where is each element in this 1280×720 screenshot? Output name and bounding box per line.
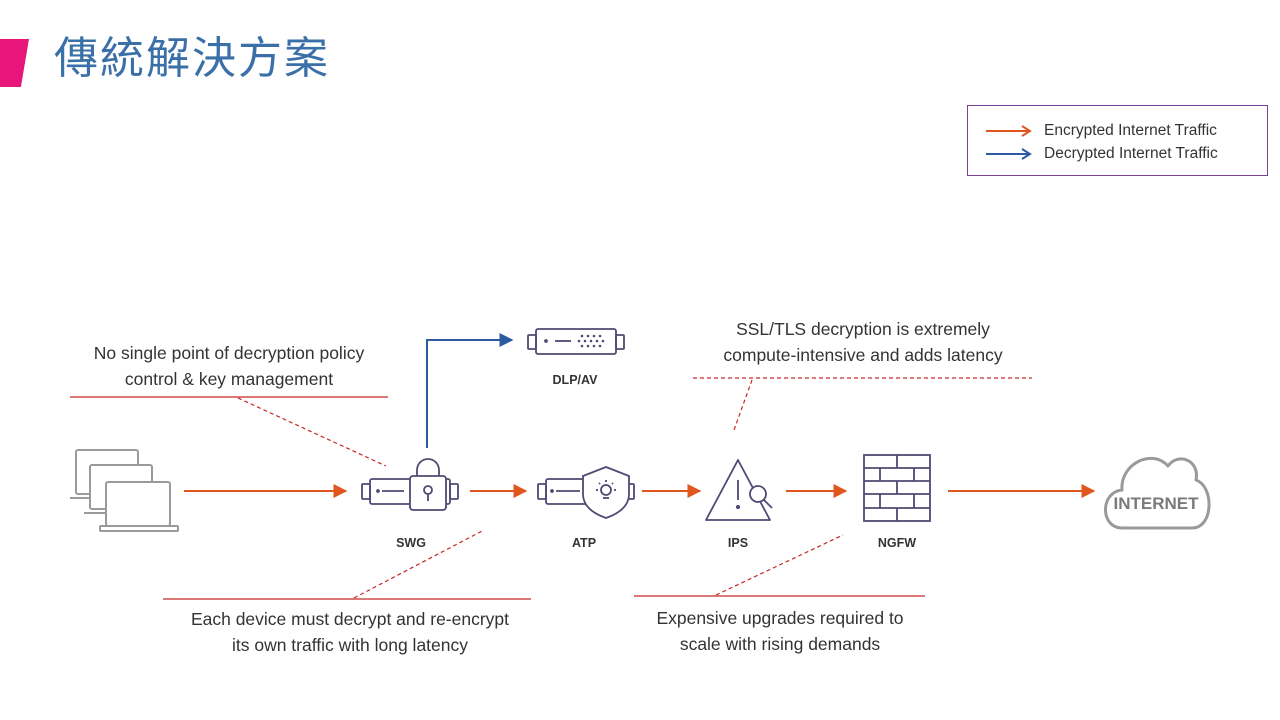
blue-arrow-icon [986,148,1032,160]
legend-encrypted-label: Encrypted Internet Traffic [1044,122,1217,139]
ngfw-brick-wall-icon [863,454,931,522]
node-label-dlp: DLP/AV [552,373,598,387]
note-top-right: SSL/TLS decryption is extremely compute-… [693,316,1033,368]
note-bottom-right: Expensive upgrades required to scale wit… [634,605,926,657]
node-label-ngfw: NGFW [877,536,917,550]
internet-label: INTERNET [1114,494,1200,513]
note-top-left: No single point of decryption policy con… [70,340,388,392]
note-top-right-line-2: compute-intensive and adds latency [723,345,1003,365]
note-top-left-line-1: No single point of decryption policy [93,343,365,363]
node-label-swg: SWG [396,536,426,550]
note-bottom-right-line-2: scale with rising demands [679,634,881,654]
legend-item-decrypted: Decrypted Internet Traffic [984,144,1218,164]
laptop-stack-icon [70,449,179,532]
note-bottom-left-line-1: Each device must decrypt and re-encrypt [190,609,510,629]
node-label-ips: IPS [727,536,749,550]
note-bottom-left: Each device must decrypt and re-encrypt … [163,606,537,658]
decrypted-traffic-arrow [426,333,514,448]
note-bottom-right-line-1: Expensive upgrades required to [656,608,904,628]
legend-decrypted-label: Decrypted Internet Traffic [1044,145,1218,162]
page-title: 傳統解決方案 [54,33,330,84]
legend: Encrypted Internet Traffic Decrypted Int… [967,105,1268,176]
note-top-left-line-2: control & key management [124,369,334,389]
annotation-underlines [70,377,1032,600]
node-label-atp: ATP [571,536,597,550]
swg-appliance-lock-icon [361,458,459,511]
note-bottom-left-line-2: its own traffic with long latency [231,635,469,655]
ips-warning-icon [705,459,773,521]
note-top-right-line-1: SSL/TLS decryption is extremely [736,319,990,339]
internet-cloud-icon: INTERNET [1104,456,1211,530]
dlp-appliance-icon [527,328,625,355]
annotation-leader-lines [237,379,844,599]
orange-arrow-icon [986,125,1032,137]
atp-appliance-shield-icon [537,466,635,519]
legend-item-encrypted: Encrypted Internet Traffic [984,121,1217,141]
